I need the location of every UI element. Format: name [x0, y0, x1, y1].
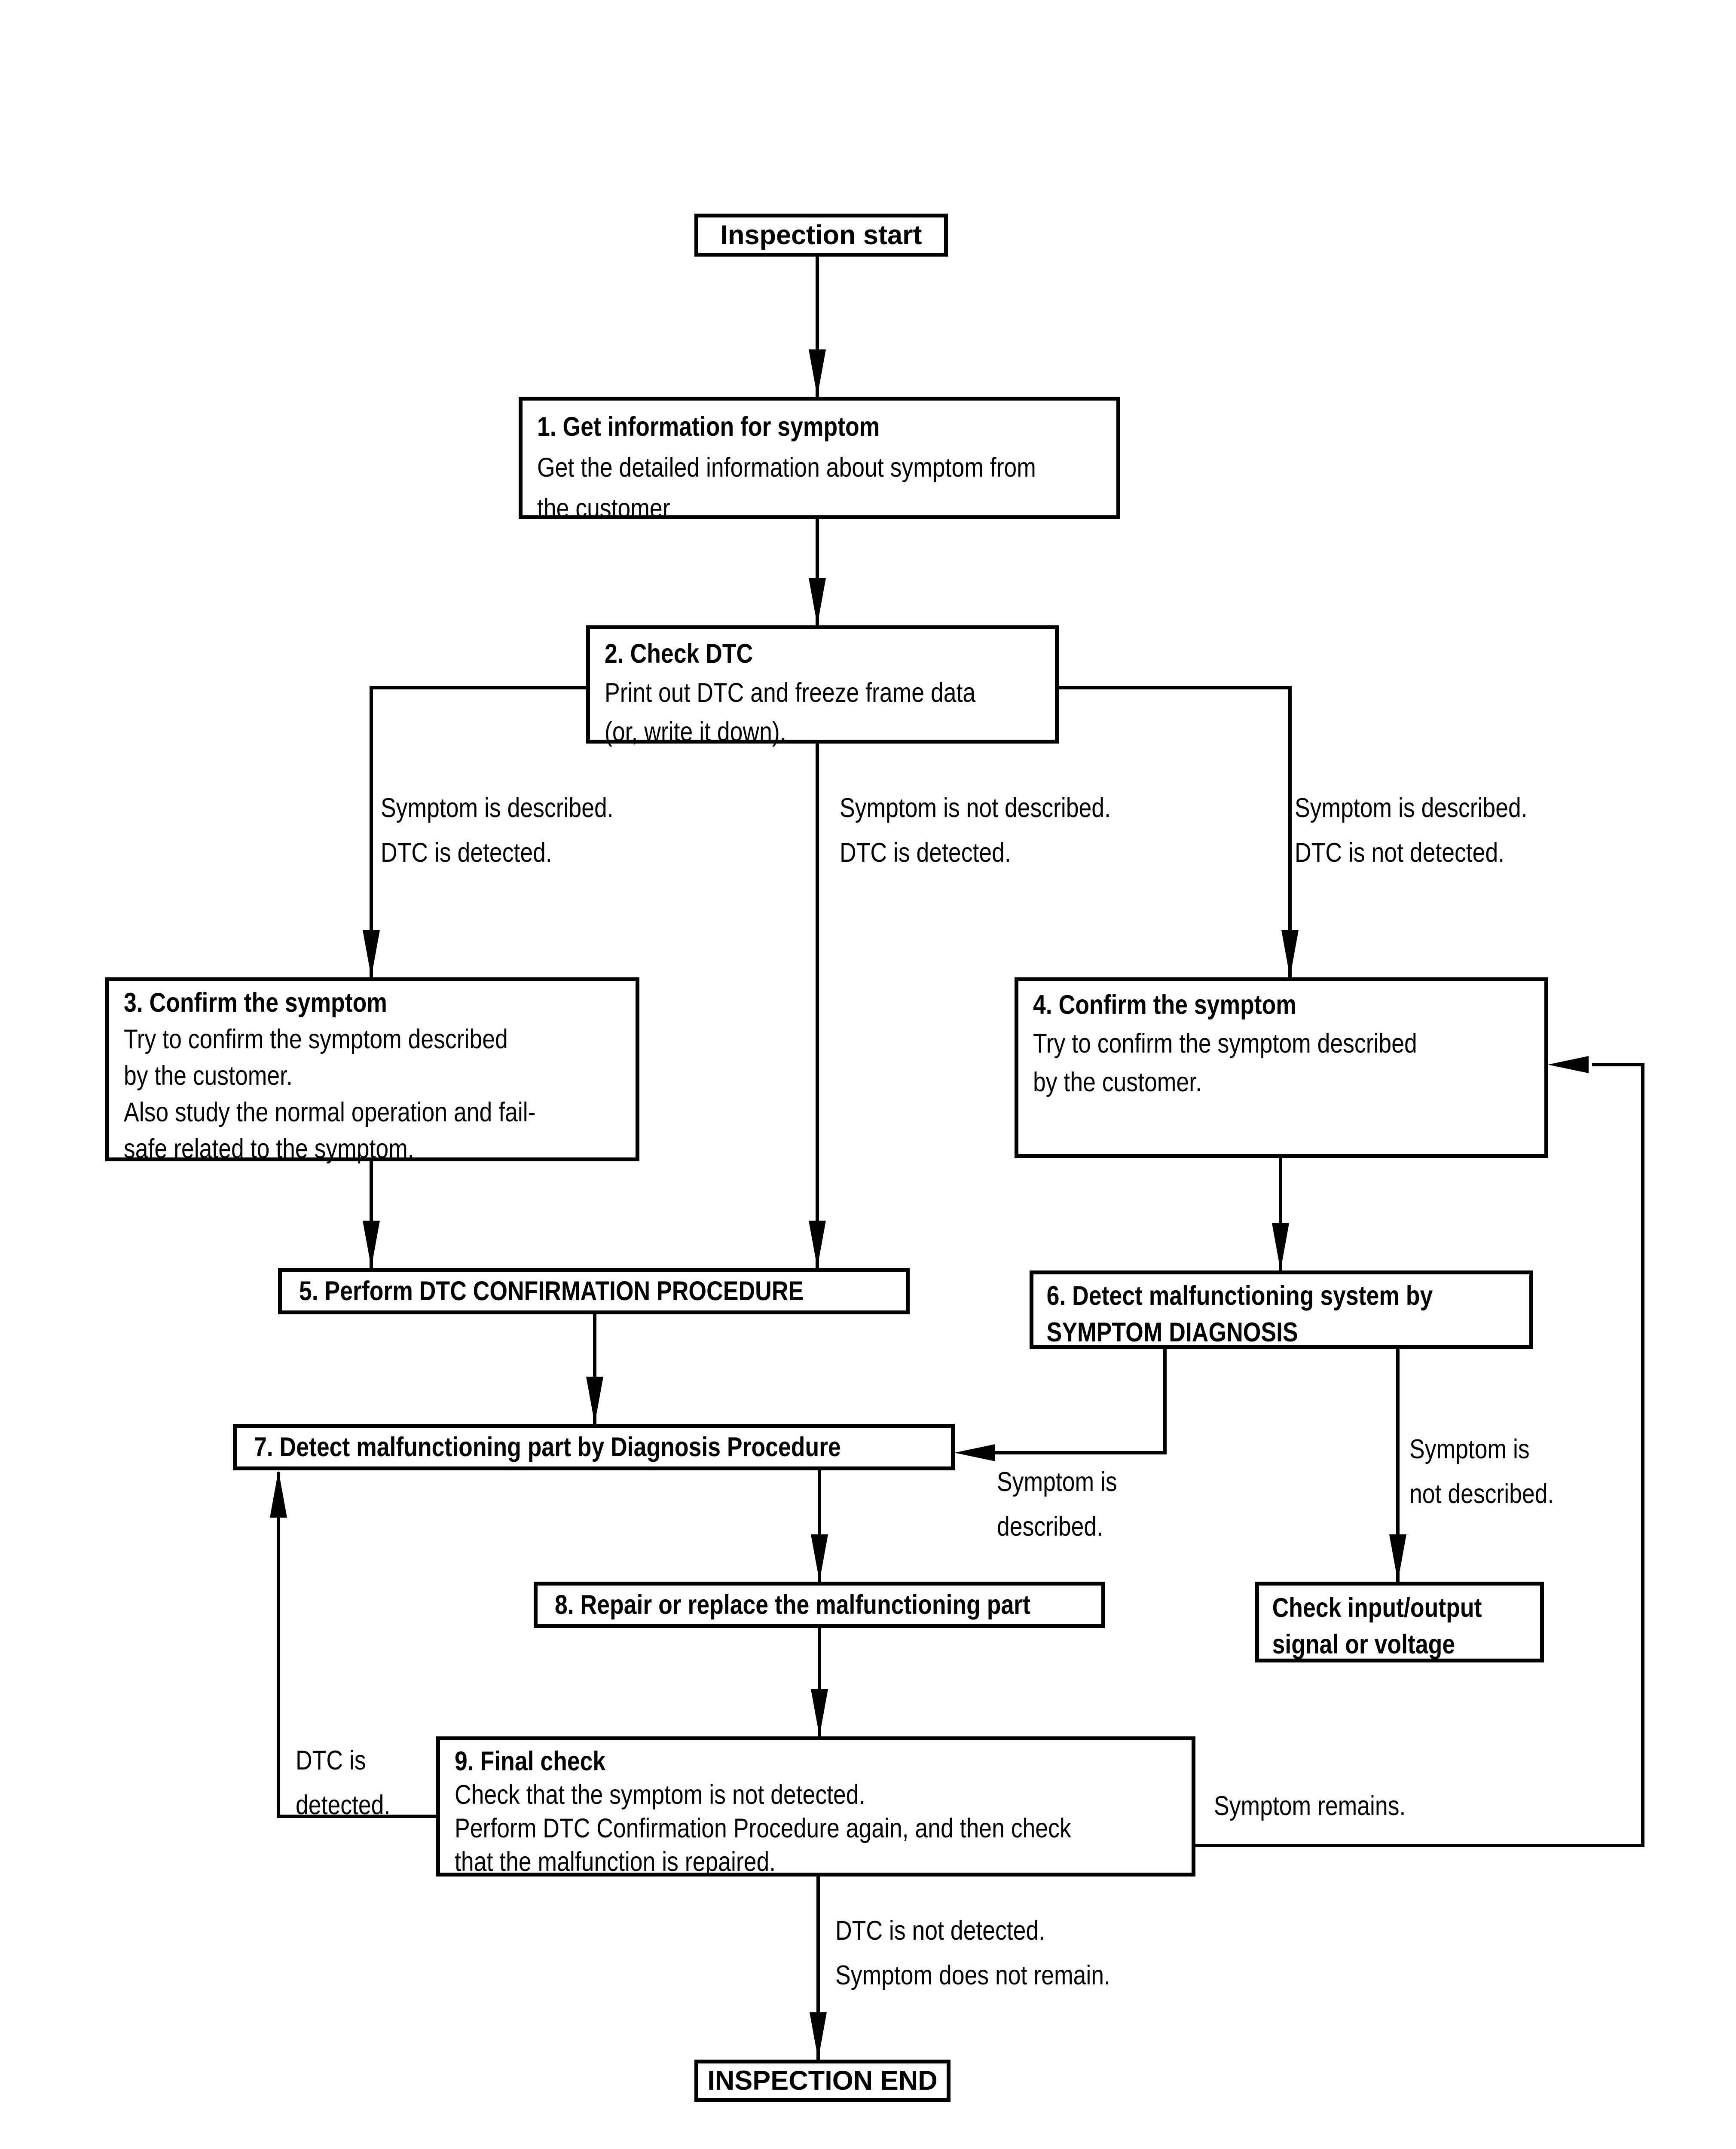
loop-dtc-detected-horizontal — [278, 1815, 440, 1818]
connector-step2-right-vertical — [1288, 686, 1292, 980]
loop-symptom-remains-horizontal-top — [1592, 1063, 1644, 1066]
edge-label-branch-left: Symptom is described. DTC is detected. — [381, 793, 614, 868]
node-step1-line2: the customer — [537, 493, 670, 523]
connector-step8-to-step9 — [818, 1627, 821, 1739]
edge-label-branch-right: Symptom is described. DTC is not detecte… — [1295, 793, 1528, 868]
arrowhead-into-step4 — [1281, 930, 1299, 977]
node-inspection-end-label: INSPECTION END — [707, 2066, 938, 2096]
node-inspection-start-label: Inspection start — [720, 220, 922, 250]
node-step4-title: 4. Confirm the symptom — [1033, 990, 1296, 1020]
node-step7: 7. Detect malfunctioning part by Diagnos… — [233, 1424, 955, 1470]
node-step5-title: 5. Perform DTC CONFIRMATION PROCEDURE — [299, 1276, 804, 1306]
node-step2-line2: (or, write it down). — [605, 717, 786, 747]
arrowhead-into-step3 — [363, 930, 380, 977]
node-step3: 3. Confirm the symptom Try to confirm th… — [105, 977, 639, 1164]
connector-step2-left-horizontal — [371, 686, 588, 689]
connector-step3-to-step5 — [370, 1160, 373, 1271]
node-step2: 2. Check DTC Print out DTC and freeze fr… — [586, 625, 1059, 747]
node-step2-line1: Print out DTC and freeze frame data — [605, 678, 976, 708]
connector-step2-right-horizontal — [1057, 686, 1290, 689]
node-step6: 6. Detect malfunctioning system by SYMPT… — [1030, 1270, 1533, 1349]
arrowhead-into-step7-right — [954, 1444, 995, 1461]
loop-symptom-remains-horizontal-bottom — [1195, 1844, 1644, 1847]
connector-step6-to-step7-vertical — [1163, 1347, 1167, 1454]
node-step9: 9. Final check Check that the symptom is… — [436, 1736, 1195, 1877]
node-step5: 5. Perform DTC CONFIRMATION PROCEDURE — [278, 1268, 910, 1314]
node-step3-title: 3. Confirm the symptom — [124, 988, 387, 1018]
node-check-io: Check input/output signal or voltage — [1255, 1582, 1544, 1662]
arrowhead-into-step8 — [811, 1534, 828, 1582]
arrowhead-into-end — [810, 2012, 827, 2060]
connector-step2-to-step5 — [816, 742, 819, 1271]
node-step9-line1: Check that the symptom is not detected. — [455, 1780, 865, 1810]
node-check-io-line1: Check input/output — [1272, 1593, 1482, 1623]
node-step6-title-line1: 6. Detect malfunctioning system by — [1046, 1281, 1433, 1311]
edge-label-step6-to-step7: Symptom is described. — [997, 1467, 1117, 1542]
arrowhead-into-step4-right — [1548, 1056, 1589, 1073]
connector-step9-to-end — [816, 1876, 820, 2063]
node-step4-line1: Try to confirm the symptom described — [1033, 1029, 1417, 1059]
node-step7-title: 7. Detect malfunctioning part by Diagnos… — [254, 1432, 841, 1462]
connector-step7-to-step8 — [818, 1469, 821, 1585]
node-step8: 8. Repair or replace the malfunctioning … — [534, 1582, 1105, 1628]
node-step1-line1: Get the detailed information about sympt… — [537, 453, 1036, 483]
edge-label-to-end: DTC is not detected. Symptom does not re… — [835, 1916, 1110, 1990]
arrowhead-into-step6 — [1272, 1223, 1289, 1270]
node-step9-line2: Perform DTC Confirmation Procedure again… — [455, 1813, 1071, 1843]
arrowhead-middle-into-step5 — [809, 1221, 826, 1268]
node-step3-line1: Try to confirm the symptom described — [124, 1024, 508, 1054]
node-step3-line2: by the customer. — [124, 1061, 293, 1091]
connector-step6-to-check-vertical — [1396, 1347, 1400, 1585]
node-inspection-end: INSPECTION END — [694, 2060, 951, 2102]
node-step2-title: 2. Check DTC — [605, 639, 753, 669]
connector-step5-to-step7 — [593, 1313, 596, 1427]
connector-step4-to-step6 — [1279, 1157, 1282, 1273]
arrowhead-into-step9 — [811, 1689, 828, 1736]
edge-label-loop-dtc-detected: DTC is detected. — [296, 1745, 391, 1820]
node-step9-line3: that the malfunction is repaired. — [455, 1847, 776, 1877]
connector-step6-to-step7-horizontal — [995, 1451, 1167, 1454]
node-step9-title: 9. Final check — [455, 1746, 606, 1776]
node-step1-title: 1. Get information for symptom — [537, 412, 880, 442]
node-inspection-start: Inspection start — [694, 214, 948, 257]
node-step6-title-line2: SYMPTOM DIAGNOSIS — [1046, 1317, 1298, 1347]
node-step4: 4. Confirm the symptom Try to confirm th… — [1015, 977, 1548, 1158]
node-step8-title: 8. Repair or replace the malfunctioning … — [555, 1590, 1030, 1620]
arrowhead-into-check-io — [1389, 1534, 1406, 1582]
connector-step2-left-vertical — [370, 686, 373, 980]
arrowhead-into-step7-top — [586, 1377, 603, 1424]
node-step4-line2: by the customer. — [1033, 1067, 1202, 1097]
edge-label-branch-middle: Symptom is not described. DTC is detecte… — [840, 793, 1111, 868]
node-step3-line4: safe related to the symptom. — [124, 1134, 414, 1164]
loop-dtc-detected-vertical — [277, 1472, 280, 1818]
connector-start-to-step1 — [816, 256, 819, 400]
loop-symptom-remains-vertical — [1641, 1063, 1644, 1847]
node-check-io-line2: signal or voltage — [1272, 1629, 1455, 1659]
node-step3-line3: Also study the normal operation and fail… — [124, 1097, 536, 1127]
edge-label-loop-symptom-remains: Symptom remains. — [1214, 1791, 1406, 1821]
arrowhead-into-step7-bottom — [270, 1470, 287, 1518]
node-step1: 1. Get information for symptom Get the d… — [519, 397, 1120, 523]
connector-step1-to-step2 — [816, 518, 819, 628]
arrowhead-into-step1 — [809, 349, 826, 397]
arrowhead-into-step2 — [809, 578, 826, 625]
edge-label-step6-to-check: Symptom is not described. — [1409, 1434, 1554, 1509]
arrowhead-left-into-step5 — [363, 1221, 380, 1268]
